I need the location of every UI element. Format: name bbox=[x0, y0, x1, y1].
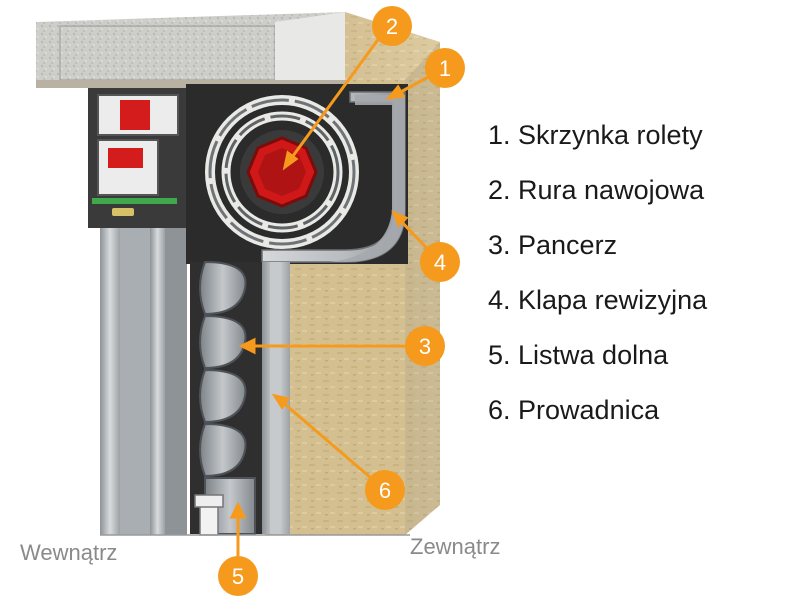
callout-4-number: 4 bbox=[434, 250, 446, 275]
callout-2-number: 2 bbox=[386, 14, 398, 39]
callouts: 1 2 3 4 5 6 bbox=[218, 6, 465, 596]
leader-3-arrow bbox=[238, 337, 256, 355]
callout-4-badge bbox=[420, 242, 460, 282]
callout-1-badge bbox=[425, 48, 465, 88]
legend-item-4: 4. Klapa rewizyjna bbox=[488, 285, 708, 315]
callout-6-number: 6 bbox=[379, 478, 391, 503]
callout-2-badge bbox=[372, 6, 412, 46]
leader-6 bbox=[279, 398, 386, 492]
leader-2-arrow bbox=[282, 150, 299, 171]
legend-item-3: 3. Pancerz bbox=[488, 230, 618, 260]
leader-2 bbox=[288, 29, 387, 161]
callout-3-number: 3 bbox=[419, 334, 431, 359]
callout-3-badge bbox=[405, 326, 445, 366]
window-frame-profile bbox=[88, 88, 188, 535]
callout-6-badge bbox=[365, 470, 405, 510]
callout-5-badge bbox=[218, 556, 258, 596]
concrete-lintel bbox=[36, 12, 346, 88]
legend-item-2: 2. Rura nawojowa bbox=[488, 175, 705, 205]
legend-item-5: 5. Listwa dolna bbox=[488, 340, 669, 370]
roller-tube-assembly bbox=[205, 95, 359, 249]
inside-label: Wewnątrz bbox=[20, 540, 118, 565]
callout-1-number: 1 bbox=[439, 56, 451, 81]
callout-5-number: 5 bbox=[232, 564, 244, 589]
parts-legend: 1. Skrzynka rolety 2. Rura nawojowa 3. P… bbox=[488, 112, 788, 442]
legend-item-1: 1. Skrzynka rolety bbox=[488, 120, 703, 150]
leader-5-arrow bbox=[229, 501, 247, 519]
leader-4-arrow bbox=[391, 210, 409, 228]
revision-flap bbox=[330, 95, 405, 262]
shutter-curtain bbox=[190, 260, 262, 535]
leader-1-arrow bbox=[385, 84, 406, 101]
outside-label: Zewnątrz bbox=[410, 534, 501, 559]
leader-6-arrow bbox=[271, 393, 291, 410]
bottom-bar bbox=[194, 494, 224, 536]
legend-item-6: 6. Prowadnica bbox=[488, 395, 660, 425]
